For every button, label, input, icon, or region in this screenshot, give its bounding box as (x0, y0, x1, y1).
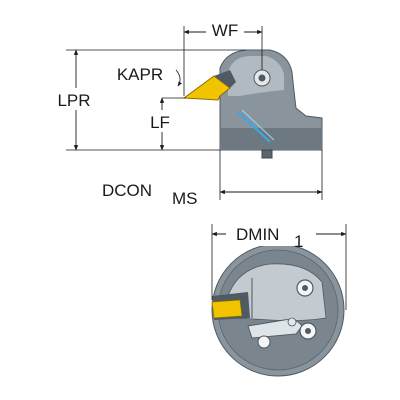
label-dmin-subscript: 1 (294, 232, 303, 251)
dimension-dmin: DMIN 1 (211, 222, 347, 310)
screw-hole-bottom-right-center (305, 328, 311, 334)
tool-lower-band (220, 128, 322, 150)
screw-hole-top-center (302, 285, 308, 291)
dimension-dcon: DCON MS (102, 150, 323, 208)
label-kapr: KAPR (117, 65, 163, 84)
cutting-insert-front (211, 299, 243, 319)
label-dmin: DMIN (236, 225, 279, 244)
side-view (182, 49, 323, 159)
dimension-wf: WF (183, 18, 263, 96)
label-lpr: LPR (57, 91, 90, 110)
coolant-channel-2 (241, 109, 275, 141)
label-lf: LF (150, 113, 170, 132)
dimension-lpr: LPR (52, 49, 246, 151)
label-dcon-subscript: MS (172, 189, 198, 208)
front-view (211, 243, 345, 377)
dimension-lf: LF (144, 97, 186, 151)
coolant-channel (237, 111, 271, 143)
clamp-pin (287, 317, 297, 327)
screw-hole-bottom-left (257, 335, 271, 349)
label-wf: WF (212, 21, 238, 40)
label-dcon: DCON (102, 181, 152, 200)
clamp-screw-hex (258, 74, 266, 82)
cutting-insert-side (182, 75, 231, 101)
dimension-kapr: KAPR (117, 65, 182, 87)
tool-shank-nub (261, 149, 273, 159)
insert-seat (214, 70, 236, 88)
